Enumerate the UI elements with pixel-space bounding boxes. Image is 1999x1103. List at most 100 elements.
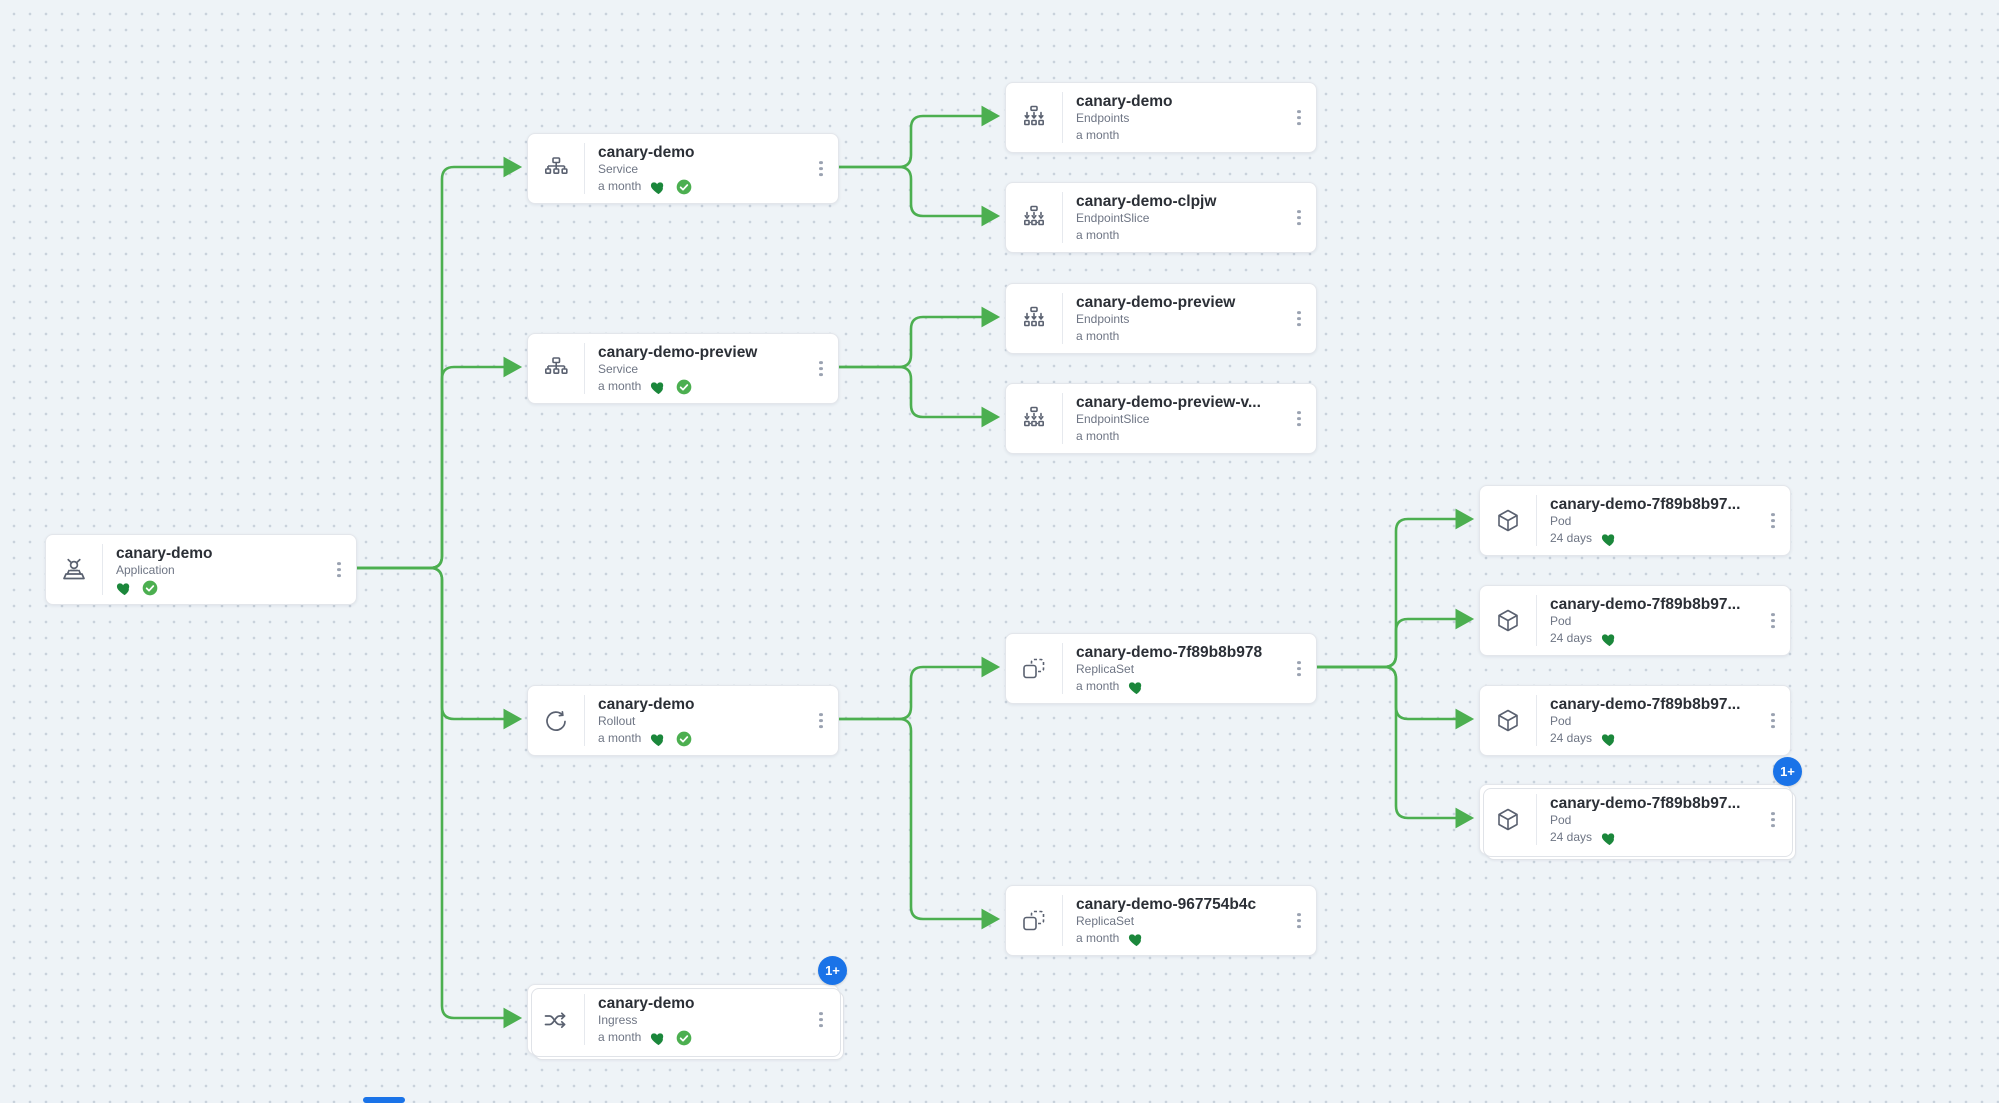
healthy-heart-icon <box>650 379 667 395</box>
node-title: canary-demo <box>598 144 695 160</box>
node-rollout-canary-demo[interactable]: canary-demo Rollout a month <box>527 685 839 756</box>
node-kind: ReplicaSet <box>1076 914 1135 928</box>
edge-service-to-endpoints <box>835 105 1001 169</box>
rollout-icon <box>528 695 585 746</box>
node-title: canary-demo-clpjw <box>1076 193 1217 209</box>
endpoints-icon <box>1006 92 1063 143</box>
node-kind: Rollout <box>598 714 636 728</box>
node-application-canary-demo[interactable]: canary-demo Application <box>45 534 357 605</box>
node-title: canary-demo-preview <box>1076 294 1236 310</box>
node-age: a month <box>1076 679 1120 693</box>
edge-preview-to-endpointslice <box>835 365 1001 428</box>
pod-icon <box>1480 794 1537 845</box>
node-endpoints-canary-demo[interactable]: canary-demo Endpoints a month <box>1005 82 1317 153</box>
edge-app-to-ingress <box>353 566 523 1029</box>
node-kind: Service <box>598 362 639 376</box>
node-title: canary-demo <box>598 696 695 712</box>
node-endpointslice-canary-demo-clpjw[interactable]: canary-demo-clpjw EndpointSlice a month <box>1005 182 1317 253</box>
node-menu-button[interactable] <box>1293 909 1305 933</box>
edge-app-to-rollout <box>353 566 523 730</box>
node-pod-2[interactable]: canary-demo-7f89b8b97... Pod 24 days <box>1479 585 1791 656</box>
node-pod-1[interactable]: canary-demo-7f89b8b97... Pod 24 days <box>1479 485 1791 556</box>
node-menu-button[interactable] <box>1767 709 1779 733</box>
application-icon <box>46 544 103 595</box>
endpointslice-icon <box>1006 393 1063 444</box>
node-title: canary-demo-7f89b8b97... <box>1550 596 1741 612</box>
replicaset-icon <box>1006 895 1063 946</box>
horizontal-scrollbar-thumb[interactable] <box>363 1097 405 1103</box>
synced-check-icon <box>142 580 158 596</box>
node-menu-button[interactable] <box>1293 657 1305 681</box>
service-icon <box>528 143 585 194</box>
node-title: canary-demo-967754b4c <box>1076 896 1257 912</box>
node-age: a month <box>598 179 642 193</box>
node-menu-button[interactable] <box>333 558 345 582</box>
service-icon <box>528 343 585 394</box>
node-kind: Pod <box>1550 813 1572 827</box>
node-menu-button[interactable] <box>1293 307 1305 331</box>
node-kind: Pod <box>1550 614 1572 628</box>
synced-check-icon <box>676 731 692 747</box>
edge-replicaset-to-pod-1 <box>1313 508 1475 669</box>
node-menu-button[interactable] <box>1293 206 1305 230</box>
node-title: canary-demo <box>1076 93 1173 109</box>
node-endpointslice-canary-demo-preview[interactable]: canary-demo-preview-v... EndpointSlice a… <box>1005 383 1317 454</box>
node-age: a month <box>1076 128 1120 142</box>
ingress-icon <box>528 994 585 1045</box>
synced-check-icon <box>676 179 692 195</box>
node-service-canary-demo[interactable]: canary-demo Service a month <box>527 133 839 204</box>
edge-rollout-to-replicaset-1 <box>835 656 1001 721</box>
healthy-heart-icon <box>1601 631 1618 647</box>
node-age: 24 days <box>1550 731 1593 745</box>
node-menu-button[interactable] <box>1767 609 1779 633</box>
endpointslice-icon <box>1006 192 1063 243</box>
edge-preview-to-endpoints <box>835 306 1001 369</box>
node-pod-3[interactable]: canary-demo-7f89b8b97... Pod 24 days <box>1479 685 1791 756</box>
node-age: a month <box>1076 329 1120 343</box>
healthy-heart-icon <box>1601 731 1618 747</box>
node-menu-button[interactable] <box>1767 509 1779 533</box>
node-ingress-canary-demo[interactable]: 1+ canary-demo Ingress a month <box>527 956 847 1055</box>
healthy-heart-icon <box>1128 679 1145 695</box>
node-title: canary-demo-7f89b8b97... <box>1550 696 1741 712</box>
node-title: canary-demo-preview-v... <box>1076 394 1261 410</box>
replicaset-icon <box>1006 643 1063 694</box>
synced-check-icon <box>676 379 692 395</box>
node-menu-button[interactable] <box>1293 106 1305 130</box>
pod-icon <box>1480 695 1537 746</box>
node-menu-button[interactable] <box>1293 407 1305 431</box>
node-kind: Ingress <box>598 1013 638 1027</box>
node-service-canary-demo-preview[interactable]: canary-demo-preview Service a month <box>527 333 839 404</box>
node-kind: Pod <box>1550 714 1572 728</box>
node-title: canary-demo-7f89b8b97... <box>1550 496 1741 512</box>
node-age: 24 days <box>1550 830 1593 844</box>
more-pods-badge[interactable]: 1+ <box>1773 757 1802 786</box>
node-age: a month <box>1076 931 1120 945</box>
healthy-heart-icon <box>1601 531 1618 547</box>
node-kind: Application <box>116 563 175 577</box>
edge-app-to-service-preview <box>353 356 523 570</box>
node-menu-button[interactable] <box>815 157 827 181</box>
healthy-heart-icon <box>650 731 667 747</box>
node-replicaset-canary-demo-967754b4c[interactable]: canary-demo-967754b4c ReplicaSet a month <box>1005 885 1317 956</box>
healthy-heart-icon <box>116 580 133 596</box>
more-nodes-badge[interactable]: 1+ <box>818 956 847 985</box>
node-age: a month <box>598 1030 642 1044</box>
edge-replicaset-to-pod-3 <box>1313 665 1475 730</box>
node-title: canary-demo <box>598 995 695 1011</box>
node-age: a month <box>598 379 642 393</box>
node-pod-4[interactable]: 1+ canary-demo-7f89b8b97... Pod 24 days <box>1479 757 1802 855</box>
node-endpoints-canary-demo-preview[interactable]: canary-demo-preview Endpoints a month <box>1005 283 1317 354</box>
node-menu-button[interactable] <box>1767 808 1779 832</box>
node-kind: EndpointSlice <box>1076 412 1150 426</box>
edge-replicaset-to-pod-4 <box>1313 665 1475 829</box>
node-menu-button[interactable] <box>815 709 827 733</box>
node-menu-button[interactable] <box>815 1008 827 1032</box>
node-replicaset-canary-demo-7f89b8b978[interactable]: canary-demo-7f89b8b978 ReplicaSet a mont… <box>1005 633 1317 704</box>
edge-rollout-to-replicaset-2 <box>835 717 1001 930</box>
node-menu-button[interactable] <box>815 357 827 381</box>
node-age: a month <box>598 731 642 745</box>
edge-service-to-endpointslice <box>835 165 1001 227</box>
healthy-heart-icon <box>650 179 667 195</box>
